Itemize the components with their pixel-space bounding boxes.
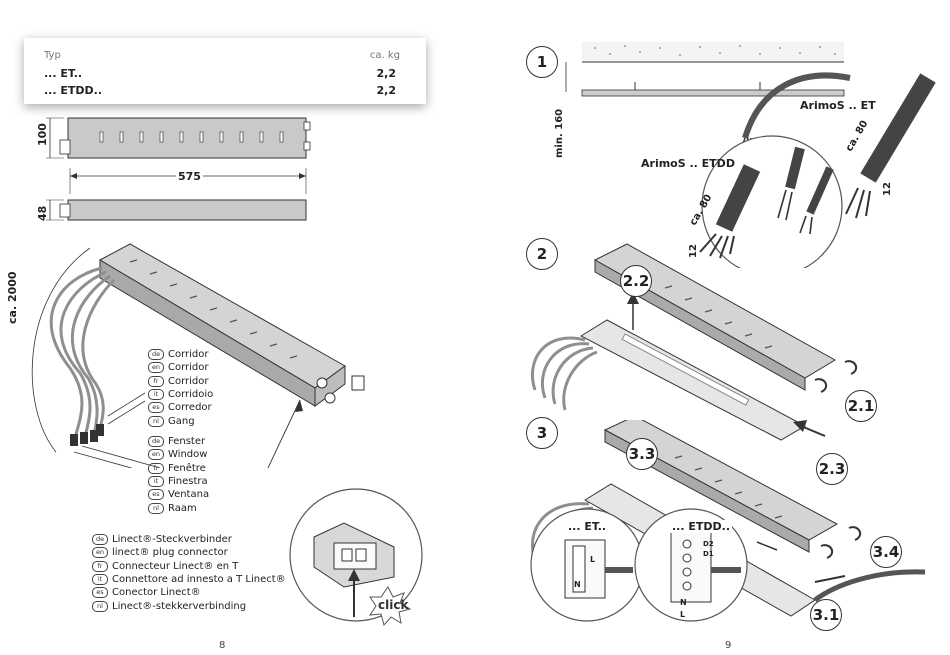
lang-badge: it xyxy=(148,476,164,488)
lang-badge: fr xyxy=(92,560,108,572)
connector-label-text: Linect®-Steckverbinder xyxy=(112,534,232,546)
lang-badge: de xyxy=(148,349,164,361)
page-number-left: 8 xyxy=(219,640,226,651)
product-label-etdd: ArimoS .. ETDD xyxy=(641,157,735,170)
connector-label-text: linect® plug connector xyxy=(112,547,228,559)
corridor-label-item: en Corridor xyxy=(148,361,213,374)
connector-label-text: Conector Linect® xyxy=(112,587,201,599)
corridor-label-text: Gang xyxy=(168,415,195,427)
length-dimension-label: 575 xyxy=(176,170,203,183)
corridor-label-item: it Corridoio xyxy=(148,388,213,401)
lang-badge: es xyxy=(92,587,108,599)
window-label-item: de Fenster xyxy=(148,435,209,448)
corridor-label-item: es Corredor xyxy=(148,401,213,414)
connector-label-item: fr Connecteur Linect® en T xyxy=(92,560,286,573)
click-label: click xyxy=(378,598,409,612)
lang-badge: de xyxy=(92,534,108,546)
click-detail-drawing xyxy=(289,488,423,627)
lang-badge: nl xyxy=(148,415,164,427)
step-badge-3-4: 3.4 xyxy=(870,536,902,568)
step3-drawing xyxy=(530,420,926,622)
product-label-et: ArimoS .. ET xyxy=(800,99,876,112)
corridor-label-item: nl Gang xyxy=(148,414,213,427)
detail-label-et: ... ET.. xyxy=(566,520,609,533)
connector-label-item: en linect® plug connector xyxy=(92,546,286,559)
window-label-item: es Ventana xyxy=(148,488,209,501)
window-label-text: Window xyxy=(168,449,208,461)
connector-label-list: de Linect®-Steckverbinder en linect® plug … xyxy=(92,533,286,613)
lang-badge: de xyxy=(148,436,164,448)
luminaire-with-cables-drawing xyxy=(31,243,365,468)
min-clearance-label: min. 160 xyxy=(554,108,565,158)
step-badge-2-3: 2.3 xyxy=(816,453,848,485)
step-badge-2: 2 xyxy=(526,238,558,270)
weight-table-type-header: Typ xyxy=(44,50,61,61)
connector-label-text: Linect®-stekkerverbinding xyxy=(112,600,247,612)
connector-label-item: nl Linect®-stekkerverbinding xyxy=(92,599,286,612)
weight-table-weight-header: ca. kg xyxy=(369,50,400,61)
lang-badge: nl xyxy=(92,600,108,612)
step1-drawing xyxy=(565,42,936,268)
cable-length-label: ca. 2000 xyxy=(6,271,19,324)
step-badge-3-3: 3.3 xyxy=(626,438,658,470)
weight-row-value: 2,2 xyxy=(376,84,397,97)
strip-short-et-label: 12 xyxy=(882,182,893,196)
lang-badge: es xyxy=(148,402,164,414)
dimension-drawing xyxy=(46,117,311,221)
lang-badge: fr xyxy=(148,462,164,474)
window-label-text: Ventana xyxy=(168,489,210,501)
connector-label-item: es Conector Linect® xyxy=(92,586,286,599)
terminal-label-n: N xyxy=(574,580,581,589)
weight-row-value: 2,2 xyxy=(376,67,397,80)
step2-drawing xyxy=(530,243,858,441)
lang-badge: en xyxy=(148,362,164,374)
connector-label-text: Connettore ad innesto a T Linect® xyxy=(112,574,286,586)
lang-badge: it xyxy=(92,574,108,586)
corridor-label-item: de Corridor xyxy=(148,348,213,361)
weight-row-type: ... ET.. xyxy=(44,67,83,80)
terminal-label-l: L xyxy=(680,610,686,619)
window-label-item: fr Fenêtre xyxy=(148,462,209,475)
lang-badge: it xyxy=(148,389,164,401)
window-label-text: Finestra xyxy=(168,476,208,488)
connector-label-item: it Connettore ad innesto a T Linect® xyxy=(92,573,286,586)
terminal-label-d1: D1 xyxy=(703,550,714,558)
weight-row-type: ... ETDD.. xyxy=(44,84,103,97)
corridor-label-text: Corridor xyxy=(168,349,209,361)
connector-label-text: Connecteur Linect® en T xyxy=(112,560,239,572)
step-badge-3: 3 xyxy=(526,417,558,449)
page-number-right: 9 xyxy=(725,640,732,651)
corridor-label-item: fr Corridor xyxy=(148,375,213,388)
corridor-label-text: Corridor xyxy=(168,362,209,374)
corridor-label-text: Corridoio xyxy=(168,389,214,401)
detail-label-etdd: ... ETDD.. xyxy=(670,520,733,533)
step-badge-2-2: 2.2 xyxy=(620,265,652,297)
terminal-label-d2: D2 xyxy=(703,540,714,548)
corridor-label-text: Corridor xyxy=(168,375,209,387)
terminal-label-l: L xyxy=(590,555,596,564)
lang-badge: nl xyxy=(148,502,164,514)
terminal-label-n: N xyxy=(680,598,687,607)
lang-badge: es xyxy=(148,489,164,501)
lang-badge: fr xyxy=(148,375,164,387)
window-label-item: nl Raam xyxy=(148,501,209,514)
step-badge-1: 1 xyxy=(526,46,558,78)
side-height-dimension-label: 48 xyxy=(36,205,49,221)
step-badge-2-1: 2.1 xyxy=(845,390,877,422)
lang-badge: en xyxy=(148,449,164,461)
weight-table: Typ ca. kg ... ET.. 2,2 ... ETDD.. 2,2 xyxy=(24,38,426,104)
lang-badge: en xyxy=(92,547,108,559)
window-label-item: en Window xyxy=(148,448,209,461)
window-label-text: Fenêtre xyxy=(168,462,206,474)
window-label-text: Fenster xyxy=(168,436,206,448)
connector-label-item: de Linect®-Steckverbinder xyxy=(92,533,286,546)
corridor-label-text: Corredor xyxy=(168,402,212,414)
window-label-item: it Finestra xyxy=(148,475,209,488)
height-dimension-label: 100 xyxy=(36,123,49,146)
window-label-text: Raam xyxy=(168,502,197,514)
step-badge-3-1: 3.1 xyxy=(810,599,842,631)
